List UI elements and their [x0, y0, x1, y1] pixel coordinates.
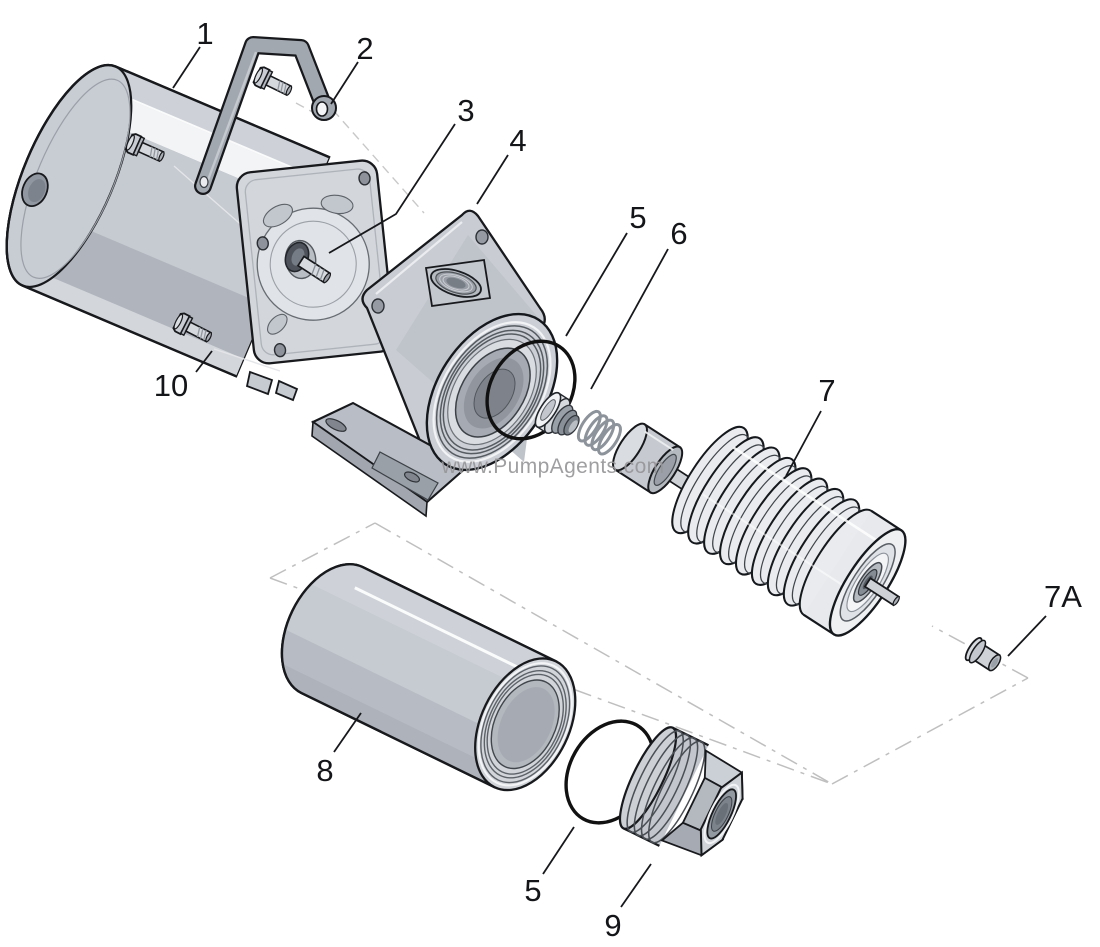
leader-line: [620, 863, 652, 908]
flange-bolt-hole: [475, 229, 489, 245]
motor-face-plate: [235, 159, 396, 365]
bolt-guide-line: [213, 348, 281, 372]
leader-line: [565, 232, 628, 337]
callout-9: 9: [604, 863, 652, 943]
callout-5-lower: 5: [524, 826, 575, 908]
leader-line: [330, 61, 359, 105]
leader-line: [476, 154, 509, 205]
flange-bolt-hole: [358, 171, 371, 186]
lifting-handle: [194, 36, 337, 195]
motor-shaft: [284, 241, 332, 284]
callout-1: 1: [172, 16, 214, 89]
flange-bolt-hole: [273, 342, 287, 358]
pump-housing: [310, 209, 559, 518]
seal-spring: [576, 409, 622, 456]
callout-10: 10: [154, 350, 213, 403]
leader-line: [172, 46, 201, 89]
leader-line: [785, 410, 822, 477]
seal-ring: [534, 391, 580, 436]
callout-6: 6: [590, 216, 688, 390]
base-slot: [403, 471, 421, 483]
watermark: www.PumpAgents.com: [440, 455, 664, 478]
callout-label-1: 1: [196, 16, 213, 51]
callout-label-7a: 7A: [1044, 579, 1082, 614]
shaft-seal-assembly: [534, 391, 718, 508]
callout-label-10: 10: [154, 368, 188, 403]
callout-label-3: 3: [457, 93, 474, 128]
callout-5-upper: 5: [565, 200, 647, 337]
callout-7a: 7A: [1007, 579, 1082, 657]
callout-label-6: 6: [670, 216, 687, 251]
top-threaded-port: [430, 268, 482, 298]
leader-line: [328, 123, 456, 254]
leader-line: [333, 712, 362, 753]
callout-label-9: 9: [604, 908, 621, 943]
leader-line: [1007, 615, 1047, 657]
callout-3: 3: [328, 93, 475, 254]
face-plate-foot: [274, 379, 299, 402]
impeller-shaft-stub: [863, 576, 901, 607]
housing-mounting-base: [310, 401, 470, 518]
callout-label-5-lower: 5: [524, 873, 541, 908]
callout-label-4: 4: [509, 123, 526, 158]
leader-line: [590, 248, 669, 390]
end-cap-nut: [618, 726, 744, 858]
callout-label-8: 8: [316, 753, 333, 788]
hex-bolt-top: [250, 64, 296, 102]
callout-8: 8: [316, 712, 362, 788]
face-plate-foot: [245, 370, 274, 396]
flange-bolt-hole: [371, 298, 385, 314]
base-slot: [325, 418, 347, 432]
callout-label-7: 7: [818, 373, 835, 408]
housing-suction-bore: [425, 312, 559, 472]
impeller-stack: [671, 425, 907, 637]
callout-label-5-upper: 5: [629, 200, 646, 235]
callout-7: 7: [785, 373, 836, 477]
callout-label-2: 2: [356, 31, 373, 66]
motor-assembly: [0, 48, 331, 378]
callout-2: 2: [330, 31, 374, 105]
callouts-layer: 1 2 3 4 5 6 7 7A: [154, 16, 1083, 943]
leader-line: [195, 350, 213, 373]
callout-4: 4: [476, 123, 527, 205]
pump-sleeve: [261, 547, 577, 792]
flange-bolt-hole: [256, 236, 269, 251]
drain-plug: [964, 637, 1002, 672]
leader-line: [542, 826, 575, 875]
